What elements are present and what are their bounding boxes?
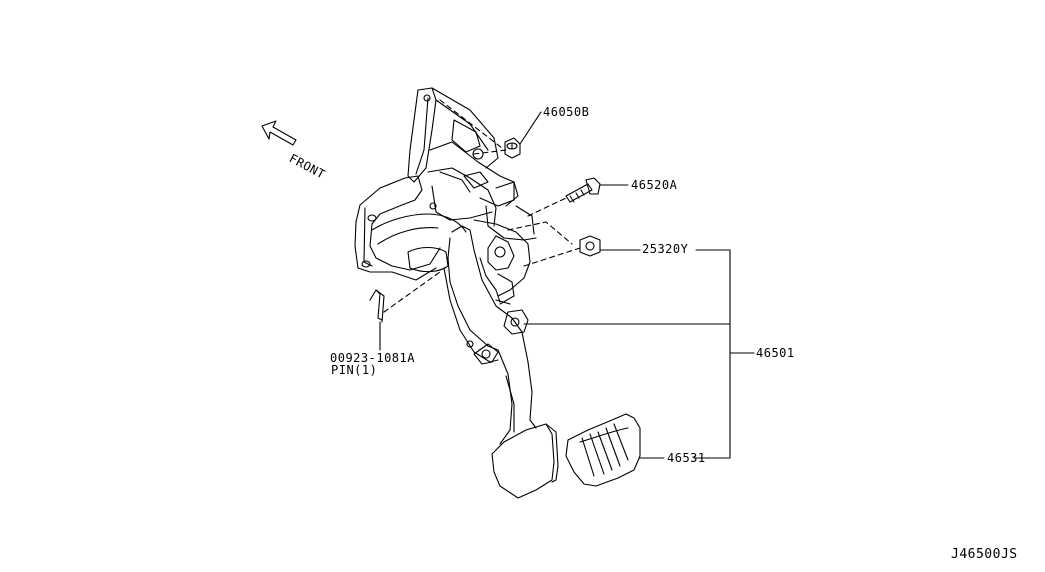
callout-46531: 46531 — [667, 451, 706, 465]
leader-lines — [379, 111, 755, 459]
callout-46520a: 46520A — [631, 178, 678, 192]
callout-pin-description: PIN(1) — [331, 363, 378, 377]
callout-46501: 46501 — [756, 346, 795, 360]
callout-46050b: 46050B — [543, 105, 590, 119]
front-arrow-icon — [261, 120, 297, 146]
bolt-46520a-icon — [565, 177, 601, 203]
clip-pin-icon — [369, 289, 385, 323]
pedal-pad-part — [565, 413, 641, 487]
nut-46050b-icon — [504, 137, 521, 159]
pedal-bracket — [354, 87, 537, 305]
nut-25320y-icon — [579, 235, 601, 257]
pedal-arm — [443, 225, 537, 445]
assembly-lines — [383, 99, 581, 313]
callout-pin-number: 00923-1081A — [330, 351, 415, 365]
diagram-id: J46500JS — [951, 547, 1018, 562]
callout-25320y: 25320Y — [642, 242, 689, 256]
pedal-pad-installed — [491, 423, 559, 499]
